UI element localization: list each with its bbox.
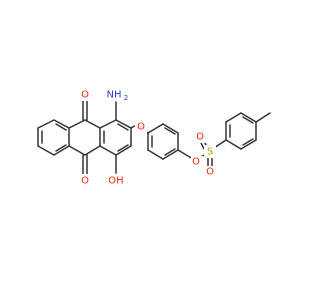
ether-oxygen: O	[137, 122, 145, 133]
amino-group: NH	[107, 90, 122, 101]
substituted-ring	[99, 101, 141, 174]
hydroxyl-group: OH	[108, 176, 123, 187]
sulfonyl-oxygen-left: O	[196, 132, 204, 143]
amino-subscript: 2	[124, 94, 128, 102]
sulfur-atom: S	[207, 147, 213, 158]
carbonyl-oxygen-bottom: O	[81, 176, 89, 187]
phenylene-ring	[141, 123, 194, 160]
carbonyl-oxygen-top: O	[81, 90, 89, 101]
sulfonyl-oxygen-bottom: O	[206, 167, 214, 178]
chemical-structure: O O NH 2 OH O O S O O	[37, 87, 271, 187]
quinone-ring	[68, 100, 101, 175]
atom-labels: O O NH 2 OH O O S O O	[78, 87, 216, 187]
left-benzene-ring	[37, 119, 70, 156]
ester-oxygen: O	[192, 157, 200, 168]
tolyl-ring	[225, 112, 271, 150]
